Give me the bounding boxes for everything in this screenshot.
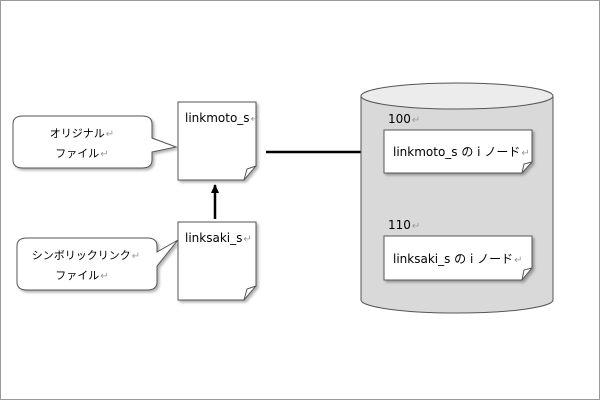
file-linksaki-name: linksaki_s↵ bbox=[185, 231, 252, 245]
inode-1-label: linkmoto_s の i ノード↵ bbox=[393, 145, 530, 159]
callout-symlink-line2: ファイル↵ bbox=[55, 269, 109, 282]
inode-box-2-fold bbox=[521, 267, 533, 281]
file-linksaki bbox=[177, 221, 257, 301]
file-linkmoto bbox=[177, 101, 257, 181]
inode-1-number: 100↵ bbox=[388, 112, 421, 126]
inode-2-label: linksaki_s の i ノード↵ bbox=[393, 252, 523, 266]
file-linksaki-fold bbox=[243, 285, 257, 301]
disk-top bbox=[360, 82, 554, 110]
file-linkmoto-fold bbox=[243, 165, 257, 181]
callout-original-line2: ファイル↵ bbox=[55, 147, 109, 160]
callout-symlink-line1: シンボリックリンク↵ bbox=[31, 249, 141, 262]
file-linkmoto-name: linkmoto_s↵ bbox=[185, 111, 259, 125]
callout-original-line1: オリジナル↵ bbox=[49, 127, 115, 140]
inode-box-1-fold bbox=[521, 161, 533, 174]
inode-box-1 bbox=[383, 129, 533, 174]
inode-2-number: 110↵ bbox=[388, 218, 421, 232]
callout-original bbox=[12, 115, 178, 169]
callout-symlink bbox=[16, 237, 179, 291]
inode-box-2 bbox=[383, 235, 533, 281]
